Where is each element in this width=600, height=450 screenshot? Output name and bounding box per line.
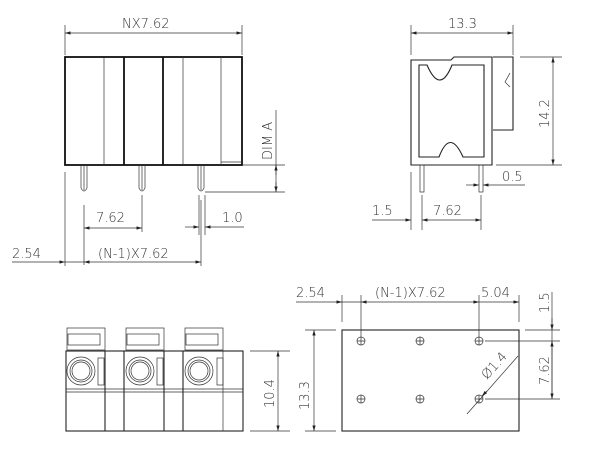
height-10-4-label: 10.4 bbox=[263, 379, 278, 408]
span-dim-label: (N-1)X7.62 bbox=[98, 247, 169, 262]
pcb-layout: 2.54 (N-1)X7.62 5.04 1.5 7.62 Ø1.4 bbox=[296, 286, 560, 432]
height-dim-label: 14.2 bbox=[538, 99, 553, 128]
width-dim-label: NX7.62 bbox=[122, 17, 170, 32]
pcb-holes bbox=[356, 336, 484, 404]
depth-dim-label: 13.3 bbox=[448, 17, 477, 32]
side-pitch-label: 7.62 bbox=[433, 204, 462, 219]
total-height-label: 13.3 bbox=[298, 381, 313, 410]
pcb-left-offset-label: 2.54 bbox=[296, 286, 325, 301]
pin-thickness-label: 0.5 bbox=[502, 170, 523, 185]
pins bbox=[80, 165, 205, 192]
pitch-dim-label: 7.62 bbox=[96, 211, 125, 226]
side-view: 13.3 14.2 0.5 1.5 7.62 bbox=[372, 17, 562, 230]
pin-width-label: 1.0 bbox=[222, 211, 243, 226]
pcb-right-offset-label: 5.04 bbox=[481, 286, 510, 301]
pcb-row-pitch-label: 7.62 bbox=[538, 356, 553, 385]
dim-a-label: DIM A bbox=[261, 122, 276, 160]
front-view: NX7.62 DIM A 7.62 1.0 2.54 (N-1)X7.62 bbox=[12, 17, 285, 266]
pcb-span-label: (N-1)X7.62 bbox=[375, 286, 446, 301]
offset-dim-label: 2.54 bbox=[12, 247, 41, 262]
side-offset-label: 1.5 bbox=[372, 204, 393, 219]
hole-diameter-label: Ø1.4 bbox=[479, 350, 511, 383]
bottom-view: 10.4 13.3 bbox=[65, 327, 313, 432]
pcb-top-offset-label: 1.5 bbox=[538, 292, 553, 313]
